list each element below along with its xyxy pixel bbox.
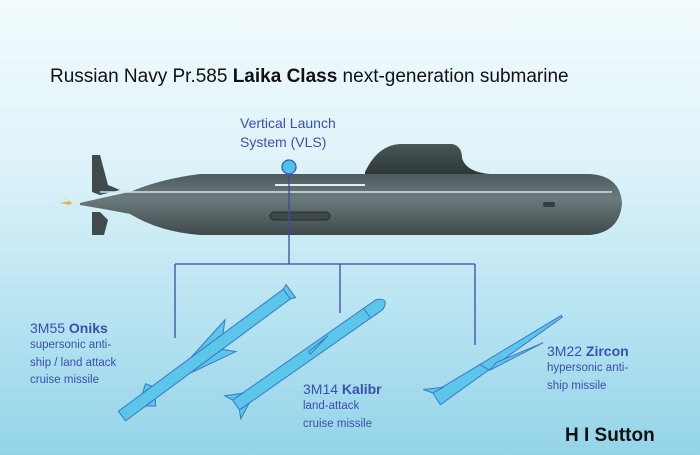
rudder-lower (92, 212, 108, 235)
author-credit: H I Sutton (565, 425, 655, 446)
rudder-upper (92, 155, 120, 195)
kalibr-missile (223, 298, 386, 421)
oniks-label: 3M55 Oniks supersonic anti- ship / land … (30, 320, 117, 386)
kalibr-label: 3M14 Kalibr land-attack cruise missile (303, 381, 382, 430)
connector-lines (174, 174, 476, 345)
page-title: Russian Navy Pr.585 Laika Class next-gen… (50, 66, 569, 87)
vls-label-line2: System (VLS) (240, 134, 327, 150)
submarine-illustration (60, 144, 622, 235)
sail (365, 144, 490, 174)
vls-label-line1: Vertical Launch (240, 115, 336, 131)
oniks-missile (117, 283, 297, 422)
zircon-missile (423, 314, 564, 406)
zircon-label: 3M22 Zircon hypersonic anti- ship missil… (547, 343, 629, 392)
hull (80, 174, 622, 235)
vls-label: Vertical Launch System (VLS) (240, 114, 336, 152)
propeller (60, 196, 72, 212)
vls-marker (281, 159, 297, 175)
